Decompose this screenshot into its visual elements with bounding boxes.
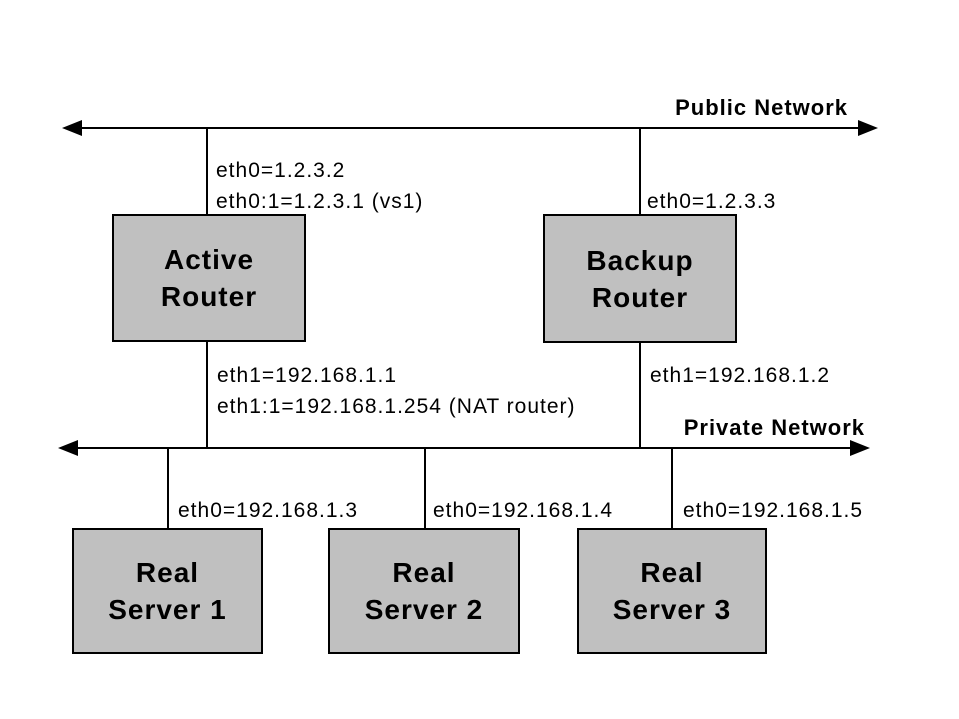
private-network-label: Private Network bbox=[683, 415, 865, 440]
public-network-arrowhead-right-icon bbox=[858, 120, 878, 136]
connector-real-server-1 bbox=[167, 448, 169, 528]
public-network-arrowhead-left-icon bbox=[62, 120, 82, 136]
public-network-label: Public Network bbox=[675, 95, 848, 120]
node-active-router: Active Router bbox=[112, 214, 306, 342]
real-server-1-title-line2: Server 1 bbox=[108, 594, 227, 625]
node-real-server-3: Real Server 3 bbox=[577, 528, 767, 654]
real-server-1-title-line1: Real bbox=[135, 557, 200, 588]
node-real-server-1: Real Server 1 bbox=[72, 528, 263, 654]
connector-real-server-2 bbox=[424, 448, 426, 528]
backup-router-eth0-label: eth0=1.2.3.3 bbox=[647, 190, 777, 213]
active-router-eth1-label: eth1=192.168.1.1 bbox=[217, 364, 398, 387]
active-router-eth1-alias-label: eth1:1=192.168.1.254 (NAT router) bbox=[217, 395, 576, 418]
backup-router-title-line1: Backup bbox=[586, 244, 694, 276]
backup-router-title-line2: Router bbox=[591, 281, 689, 313]
real-server-3-eth0-label: eth0=192.168.1.5 bbox=[683, 499, 864, 522]
backup-router-eth1-label: eth1=192.168.1.2 bbox=[650, 364, 831, 387]
public-network-line bbox=[70, 127, 866, 129]
active-router-title-line1: Active bbox=[163, 244, 255, 275]
real-server-3-title-line2: Server 3 bbox=[612, 594, 732, 625]
real-server-2-title-line1: Real bbox=[392, 557, 456, 588]
private-network-arrowhead-right-icon bbox=[850, 440, 870, 456]
real-server-1-eth0-label: eth0=192.168.1.3 bbox=[178, 499, 359, 522]
active-router-eth0-alias-label: eth0:1=1.2.3.1 (vs1) bbox=[216, 190, 424, 213]
node-backup-router: Backup Router bbox=[543, 214, 737, 343]
active-router-public-iface-labels: eth0=1.2.3.2 eth0:1=1.2.3.1 (vs1) bbox=[216, 155, 423, 217]
active-router-title-line2: Router bbox=[160, 281, 258, 312]
node-real-server-2: Real Server 2 bbox=[328, 528, 520, 654]
real-server-2-eth0-label: eth0=192.168.1.4 bbox=[433, 499, 614, 522]
real-server-2-title-line2: Server 2 bbox=[364, 594, 484, 625]
active-router-private-iface-labels: eth1=192.168.1.1 eth1:1=192.168.1.254 (N… bbox=[217, 360, 576, 422]
real-server-3-title-line1: Real bbox=[640, 557, 704, 588]
connector-real-server-3 bbox=[671, 448, 673, 528]
private-network-arrowhead-left-icon bbox=[58, 440, 78, 456]
active-router-eth0-label: eth0=1.2.3.2 bbox=[216, 159, 346, 182]
private-network-line bbox=[66, 447, 858, 449]
